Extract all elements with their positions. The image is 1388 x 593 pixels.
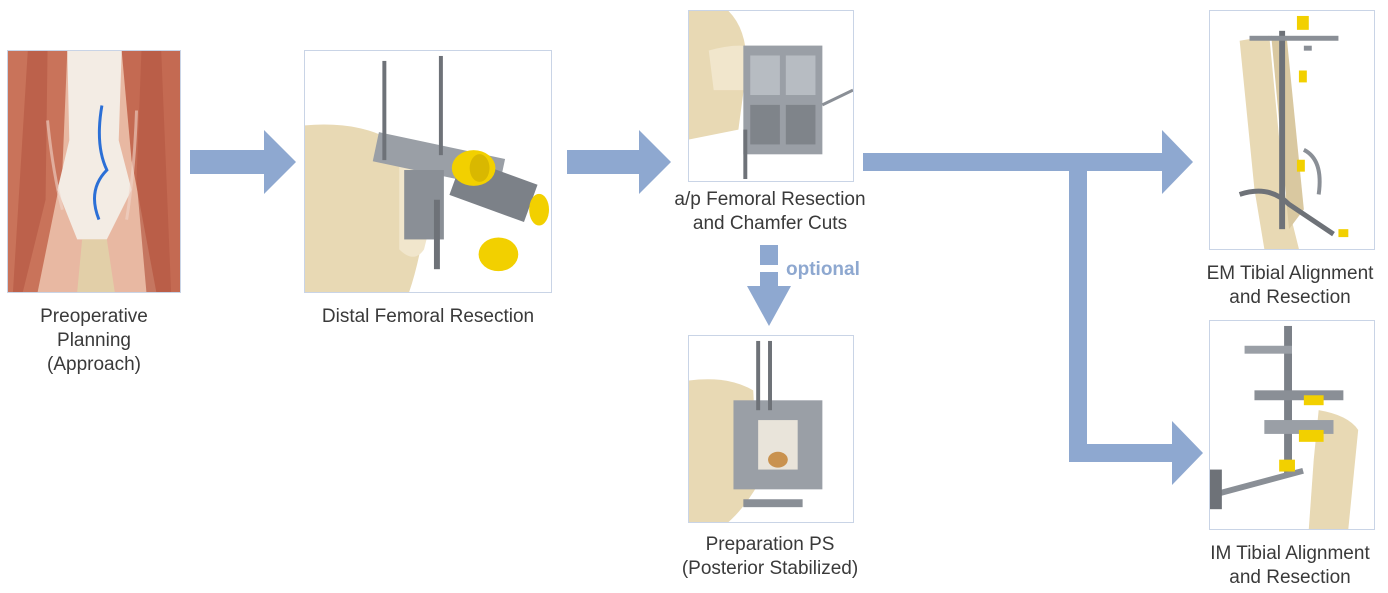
caption-distal-femoral-resection: Distal Femoral Resection — [304, 305, 552, 329]
caption-line: (Approach) — [47, 354, 141, 375]
panel-preoperative — [7, 50, 181, 293]
caption-line: a/p Femoral Resection — [674, 189, 866, 210]
intramedullary-tibial-guide-icon — [1210, 321, 1374, 529]
panel-distal-femoral-resection — [304, 50, 552, 293]
knee-anatomy-illustration-icon — [8, 51, 180, 292]
caption-line: EM Tibial Alignment — [1206, 263, 1374, 284]
panel-im-tibial-alignment — [1209, 320, 1375, 530]
caption-im-tibial-alignment: IM Tibial Alignment and Resection — [1192, 542, 1388, 590]
ap-femoral-cutting-block-icon — [689, 11, 853, 181]
optional-label: optional — [786, 259, 860, 280]
arrow-ap-to-em — [863, 130, 1193, 194]
extramedullary-tibial-guide-icon — [1210, 11, 1374, 249]
arrow-preop-to-distal — [190, 130, 296, 194]
caption-line: Preoperative — [40, 306, 148, 327]
caption-preoperative: Preoperative Planning (Approach) — [7, 305, 181, 377]
caption-line: Planning — [57, 330, 131, 351]
caption-ap-femoral-resection: a/p Femoral Resection and Chamfer Cuts — [640, 188, 900, 236]
caption-em-tibial-alignment: EM Tibial Alignment and Resection — [1192, 262, 1388, 310]
ps-box-cutting-guide-icon — [689, 336, 853, 522]
caption-line: and Resection — [1229, 567, 1351, 588]
arrow-distal-to-ap — [567, 130, 671, 194]
caption-preparation-ps: Preparation PS (Posterior Stabilized) — [640, 533, 900, 581]
caption-line: Distal Femoral Resection — [321, 306, 535, 327]
panel-ap-femoral-resection — [688, 10, 854, 182]
caption-line: and Chamfer Cuts — [692, 213, 848, 234]
caption-line: (Posterior Stabilized) — [681, 558, 859, 579]
caption-line: and Resection — [1229, 287, 1351, 308]
caption-line: Preparation PS — [705, 534, 835, 555]
distal-femoral-cutting-guide-icon — [305, 51, 551, 292]
panel-em-tibial-alignment — [1209, 10, 1375, 250]
caption-line: IM Tibial Alignment — [1210, 543, 1370, 564]
panel-preparation-ps — [688, 335, 854, 523]
arrow-optional-down — [747, 245, 791, 326]
arrow-branch-to-im — [1069, 162, 1203, 485]
